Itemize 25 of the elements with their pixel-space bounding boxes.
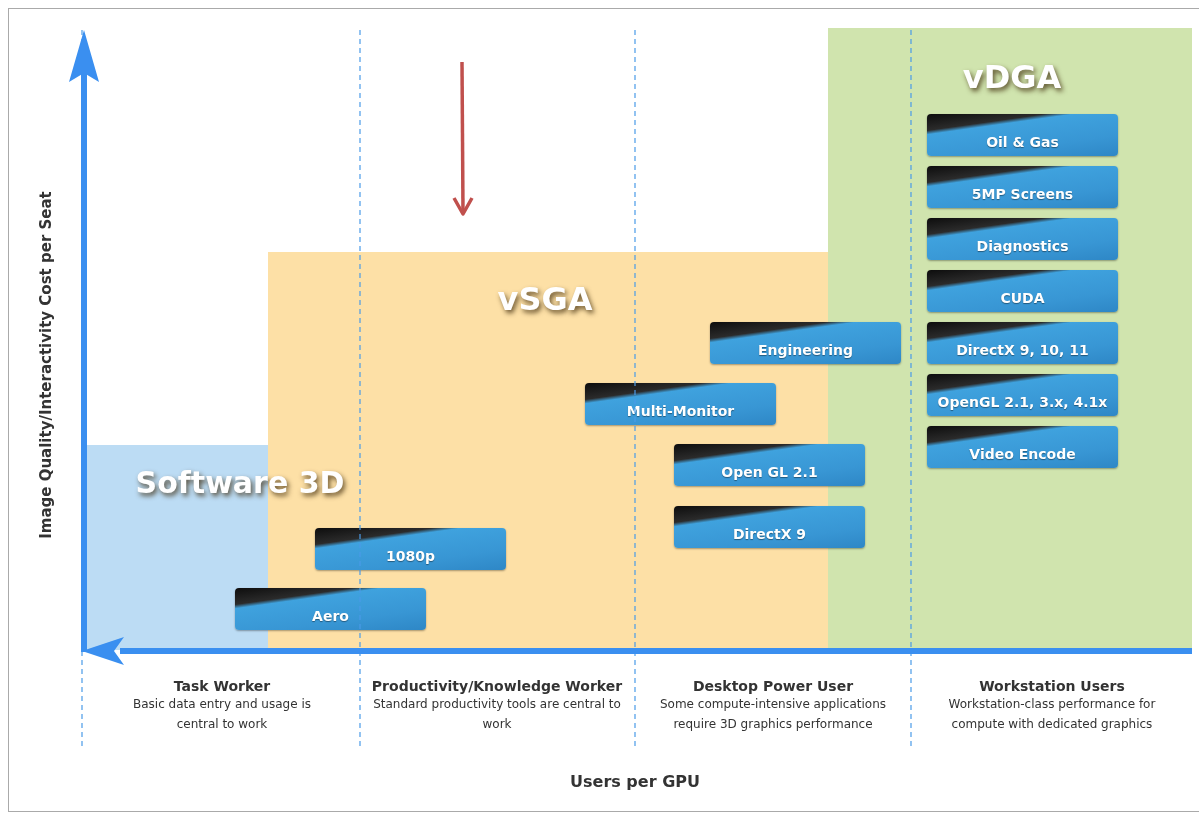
feature-tag: Engineering <box>710 322 901 364</box>
column-description: Some compute-intensive applications require 3D graphics performance <box>658 696 888 733</box>
column-heading: Productivity/Knowledge Worker <box>370 678 624 694</box>
column-description: Standard productivity tools are central to work <box>372 696 622 733</box>
axis-label: Image Quality/Interactivity Cost per Seat <box>37 191 55 539</box>
feature-tag: DirectX 9 <box>674 506 865 548</box>
column-heading: Task Worker <box>172 678 272 694</box>
column-heading: Workstation Users <box>978 678 1126 694</box>
column-heading: Desktop Power User <box>691 678 855 694</box>
feature-tag: Diagnostics <box>927 218 1118 260</box>
column-description: Workstation-class performance for compute with dedicated graphics <box>947 696 1157 733</box>
column-description: Basic data entry and usage is central to work <box>132 696 312 733</box>
feature-tag: Oil & Gas <box>927 114 1118 156</box>
feature-tag: Video Encode <box>927 426 1118 468</box>
feature-tag: Aero <box>235 588 426 630</box>
feature-tag: OpenGL 2.1, 3.x, 4.1x <box>927 374 1118 416</box>
feature-tag: Open GL 2.1 <box>674 444 865 486</box>
feature-tag: CUDA <box>927 270 1118 312</box>
feature-tag: 1080p <box>315 528 506 570</box>
feature-tag: Multi-Monitor <box>585 383 776 425</box>
axis-label: Users per GPU <box>570 772 700 791</box>
region-title: vDGA <box>962 58 1062 96</box>
feature-tag: 5MP Screens <box>927 166 1118 208</box>
feature-tag: DirectX 9, 10, 11 <box>927 322 1118 364</box>
region-title: vSGA <box>497 280 593 318</box>
